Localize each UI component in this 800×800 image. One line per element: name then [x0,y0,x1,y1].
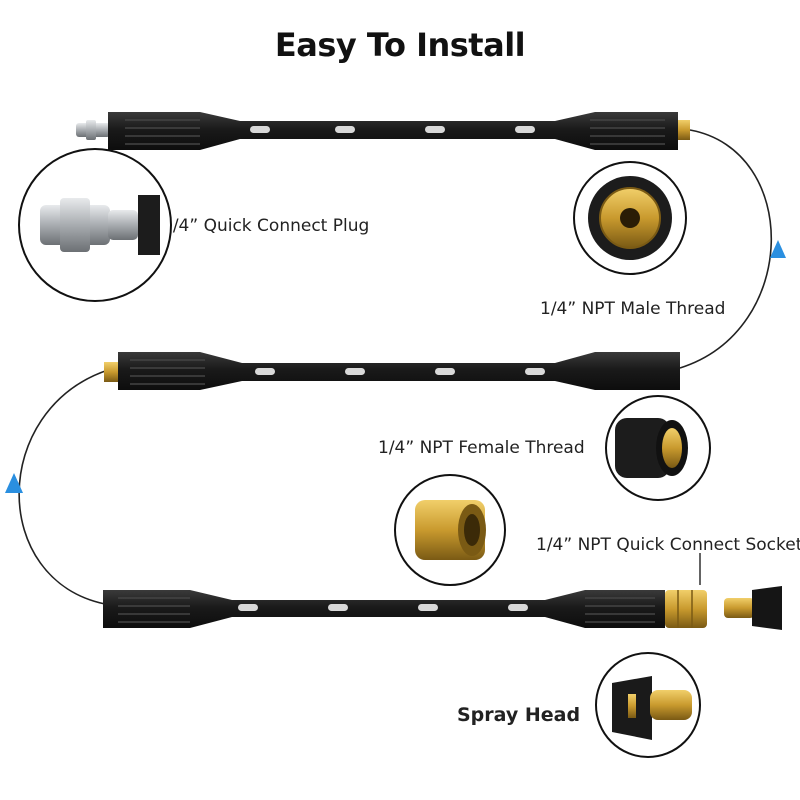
label-quick-connect-socket: 1/4” NPT Quick Connect Socket [536,535,800,555]
detail-circle-quick-connect-socket [394,474,506,586]
label-npt-female-thread: 1/4” NPT Female Thread [378,438,585,458]
page-title: Easy To Install [274,26,526,64]
arrow-up-icon [770,240,786,258]
label-quick-connect-plug: 1/4” Quick Connect Plug [162,216,370,236]
wand-bottom [103,586,782,630]
spray-nozzle-head [752,586,782,630]
arrow-up-icon [5,473,23,493]
connector-curve-right [679,129,773,369]
detail-circle-npt-female-thread [605,395,711,501]
spray-nozzle-stem [724,598,754,618]
quick-connect-socket [665,590,707,628]
detail-circle-npt-male-thread [573,161,687,275]
wand-top [76,112,690,150]
detail-circle-spray-head [595,652,701,758]
label-spray-head: Spray Head [457,704,581,726]
label-npt-male-thread: 1/4” NPT Male Thread [540,299,726,319]
connector-curve-left [18,369,109,605]
wand-middle [104,352,680,390]
detail-circle-quick-connect-plug [18,148,172,302]
